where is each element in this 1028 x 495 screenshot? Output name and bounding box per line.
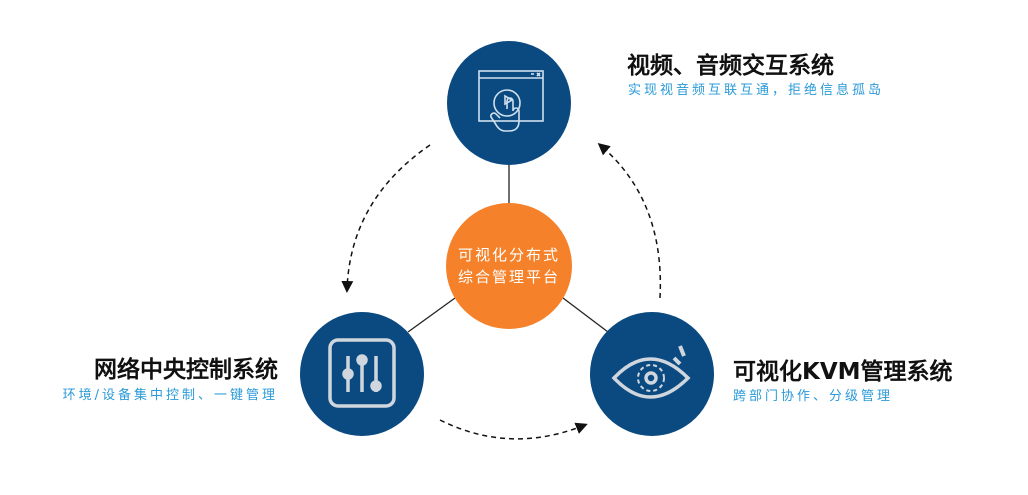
eye-icon	[611, 345, 691, 399]
node-kvm-title: 可视化KVM管理系统	[733, 359, 953, 385]
center-label-line2: 综合管理平台	[457, 268, 560, 286]
node-control-subtitle: 环境/设备集中控制、一键管理	[62, 388, 278, 403]
node-kvm-circle	[590, 312, 714, 436]
connector-left	[407, 297, 456, 333]
node-kvm-subtitle: 跨部门协作、分级管理	[733, 389, 894, 404]
center-label-line1: 可视化分布式	[457, 246, 560, 264]
node-control-title: 网络中央控制系统	[94, 357, 278, 383]
cycle-arrow-left	[341, 144, 431, 293]
node-av-subtitle: 实现视音频互联互通，拒绝信息孤岛	[628, 83, 885, 98]
connector-right	[562, 297, 609, 333]
platform-center-node: 可视化分布式 综合管理平台	[446, 203, 572, 329]
node-av-title: 视频、音频交互系统	[627, 53, 834, 79]
node-control-circle	[300, 312, 424, 436]
window-touch-play-icon	[478, 70, 544, 132]
sliders-icon	[328, 338, 396, 408]
node-av-circle	[447, 41, 571, 165]
cycle-arrow-right	[597, 143, 662, 299]
cycle-arrow-bottom	[439, 419, 588, 440]
